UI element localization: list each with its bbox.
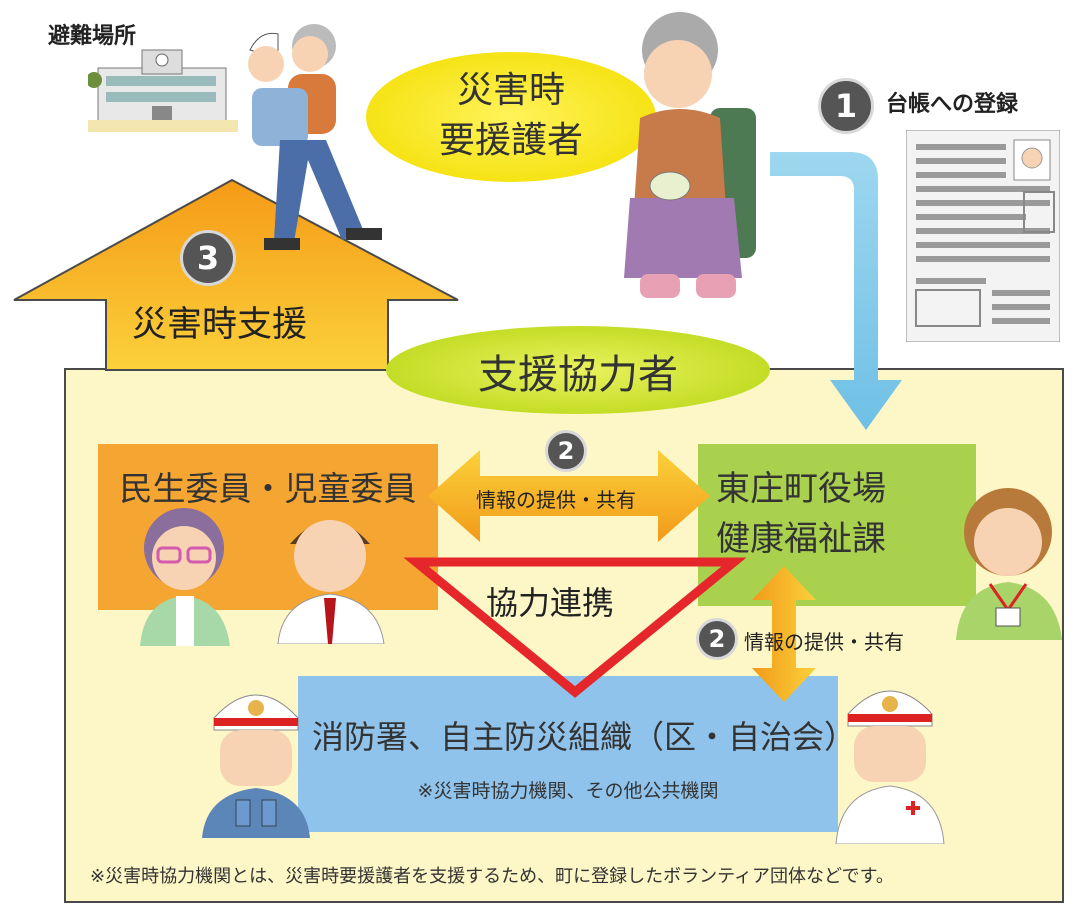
fire-dept-note: ※災害時協力機関、その他公共機関 <box>417 780 719 802</box>
step2-number-horizontal: 2 <box>545 430 587 472</box>
info-share-vertical-arrow <box>752 566 816 702</box>
town-office-box: 東庄町役場 健康福祉課 <box>698 444 976 606</box>
info-share-vertical-label: 情報の提供・共有 <box>744 630 904 654</box>
fire-dept-box: 消防署、自主防災組織（区・自治会） ※災害時協力機関、その他公共機関 <box>298 676 856 832</box>
fire-dept-title: 消防署、自主防災組織（区・自治会） <box>312 718 857 756</box>
step2-number-vertical: 2 <box>696 618 738 660</box>
vulnerable-person-title: 災害時 要援護者 <box>366 66 656 166</box>
firefighter-icon <box>835 690 945 844</box>
vulnerable-title-line2: 要援護者 <box>438 120 583 161</box>
step3-label: 災害時支援 <box>132 305 308 345</box>
registry-document-icon <box>906 130 1060 342</box>
step3-number: 3 <box>180 230 236 286</box>
town-staff-woman-icon <box>956 488 1062 640</box>
vulnerable-title-line1: 災害時 <box>456 70 565 111</box>
info-share-horizontal-arrow <box>428 450 710 542</box>
cooperation-label: 協力連携 <box>486 584 615 622</box>
town-office-line1: 東庄町役場 <box>716 469 886 509</box>
town-office-title: 東庄町役場 健康福祉課 <box>716 464 886 564</box>
welfare-box-title: 民生委員・児童委員 <box>119 469 417 508</box>
info-share-horizontal-label: 情報の提供・共有 <box>476 488 636 512</box>
cooperation-triangle <box>404 557 746 698</box>
step1-label: 台帳への登録 <box>886 92 1019 117</box>
elderly-woman-icon <box>624 12 756 298</box>
rescuer-carrying-elder-icon <box>248 24 382 250</box>
welfare-officer-man-icon <box>277 520 385 644</box>
shelter-label: 避難場所 <box>48 24 137 49</box>
welfare-officer-woman-icon <box>140 508 230 646</box>
helpers-oval: 支援協力者 <box>386 326 770 414</box>
firefighter-icon <box>202 694 310 838</box>
vulnerable-person-oval: 災害時 要援護者 <box>366 52 656 182</box>
school-building-icon <box>88 49 238 132</box>
step1-number: 1 <box>818 78 874 134</box>
registration-arrow <box>770 152 902 430</box>
footnote: ※災害時協力機関とは、災害時要援護者を支援するため、町に登録したボランティア団体… <box>90 866 894 887</box>
helpers-label: 支援協力者 <box>478 352 678 398</box>
town-office-line2: 健康福祉課 <box>716 519 886 559</box>
